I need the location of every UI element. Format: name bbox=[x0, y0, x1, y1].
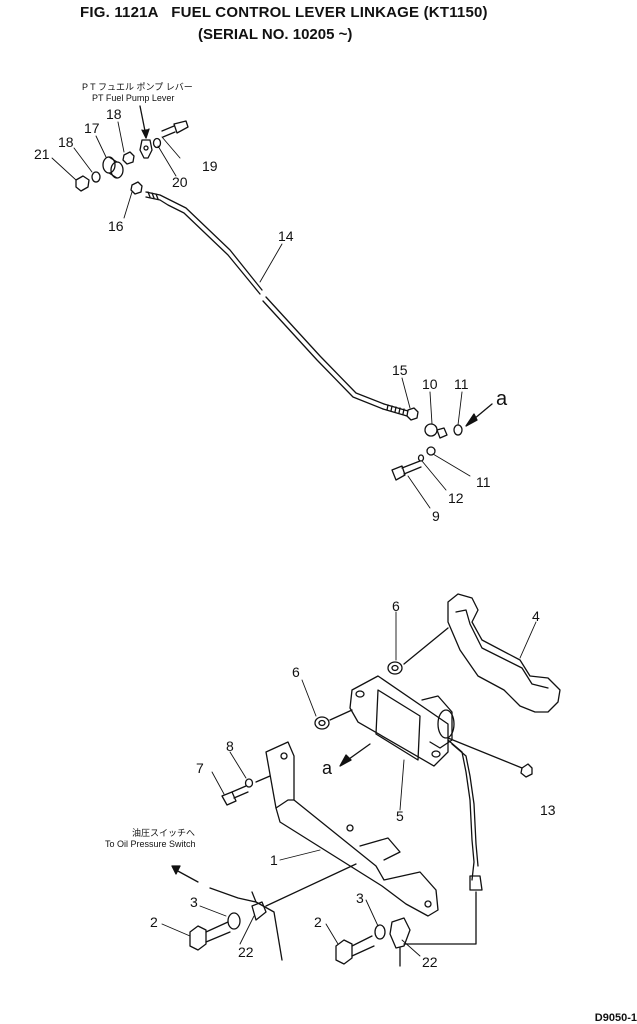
part-number-3-left: 3 bbox=[190, 894, 198, 910]
part-number-10: 10 bbox=[422, 376, 438, 392]
pump-lever bbox=[139, 139, 153, 159]
part-number-8: 8 bbox=[226, 738, 234, 754]
arrow-a-top bbox=[465, 403, 493, 427]
washer-11-bottom bbox=[426, 446, 436, 456]
part-number-21: 21 bbox=[34, 146, 50, 162]
part-number-12: 12 bbox=[448, 490, 464, 506]
part-number-19: 19 bbox=[202, 158, 218, 174]
bolt-2-left bbox=[189, 921, 231, 951]
arrow-a-bottom bbox=[339, 743, 371, 767]
part-number-4: 4 bbox=[532, 608, 540, 624]
washer-8 bbox=[244, 778, 254, 788]
part-number-7: 7 bbox=[196, 760, 204, 776]
bolt-7 bbox=[221, 775, 271, 806]
throttle-unit-5 bbox=[349, 675, 455, 767]
pump-lever-note-en: PT Fuel Pump Lever bbox=[92, 93, 175, 103]
bracket-1 bbox=[265, 741, 439, 917]
part-number-14: 14 bbox=[278, 228, 294, 244]
rod-14 bbox=[145, 191, 409, 417]
part-number-22-right: 22 bbox=[422, 954, 438, 970]
washer-11-top bbox=[453, 424, 463, 436]
part-number-15: 15 bbox=[392, 362, 408, 378]
arrow-label-a-bottom: a bbox=[322, 758, 333, 778]
joint-10 bbox=[424, 423, 448, 439]
nut-13 bbox=[520, 763, 533, 778]
bushing-6-top bbox=[387, 661, 403, 675]
part-number-2-right: 2 bbox=[314, 914, 322, 930]
part-number-11-bottom: 11 bbox=[476, 474, 491, 490]
oil-switch-note-jp: 油圧スイッチへ bbox=[132, 828, 196, 838]
washer-18 bbox=[91, 171, 101, 183]
oil-switch-note-en: To Oil Pressure Switch bbox=[105, 839, 196, 849]
leader-13 bbox=[447, 737, 523, 769]
washer-3-right bbox=[374, 924, 386, 940]
part-number-18-upper: 18 bbox=[106, 106, 122, 122]
figure-subtitle: (SERIAL NO. 10205 ~) bbox=[198, 26, 353, 43]
cable-to-switch bbox=[403, 739, 483, 945]
part-number-5: 5 bbox=[396, 808, 404, 824]
leader-lines bbox=[51, 121, 537, 957]
leader-4 bbox=[403, 627, 449, 665]
part-number-17: 17 bbox=[84, 120, 100, 136]
drawing-code: D9050-1 bbox=[594, 1012, 637, 1024]
part-number-22-left: 22 bbox=[238, 944, 254, 960]
nut-21 bbox=[75, 175, 90, 192]
clamp-22-right bbox=[389, 917, 411, 967]
bushing-6-left bbox=[314, 716, 330, 730]
part-number-18: 18 bbox=[58, 134, 74, 150]
pump-lever-note-jp: P T フュエル ポンプ レバー bbox=[82, 82, 193, 92]
washer-20 bbox=[152, 137, 162, 149]
ball-joint-17 bbox=[102, 156, 124, 179]
nut-15 bbox=[406, 407, 419, 421]
part-number-11-top: 11 bbox=[454, 376, 469, 392]
bolt-2-right bbox=[335, 935, 375, 965]
leader-6 bbox=[329, 709, 353, 721]
bracket-4 bbox=[447, 593, 561, 713]
part-number-6-top: 6 bbox=[392, 598, 400, 614]
part-number-13: 13 bbox=[540, 802, 556, 818]
washer-12 bbox=[417, 454, 425, 462]
part-number-1: 1 bbox=[270, 852, 278, 868]
arrow-label-a-top: a bbox=[496, 388, 508, 410]
part-number-20: 20 bbox=[172, 174, 188, 190]
bolt-19 bbox=[161, 120, 189, 138]
pump-lever-arrow bbox=[139, 105, 150, 139]
part-number-6-left: 6 bbox=[292, 664, 300, 680]
part-number-16: 16 bbox=[108, 218, 124, 234]
part-number-9: 9 bbox=[432, 508, 440, 524]
part-number-3-right: 3 bbox=[356, 890, 364, 906]
bolt-9 bbox=[391, 460, 422, 481]
washer-3-left bbox=[227, 912, 241, 930]
figure-title: FIG. 1121A FUEL CONTROL LEVER LINKAGE (K… bbox=[80, 4, 488, 21]
nut-16 bbox=[130, 181, 143, 195]
part-number-2-left: 2 bbox=[150, 914, 158, 930]
nut-18-top bbox=[122, 151, 135, 165]
wire-to-switch bbox=[171, 863, 357, 961]
